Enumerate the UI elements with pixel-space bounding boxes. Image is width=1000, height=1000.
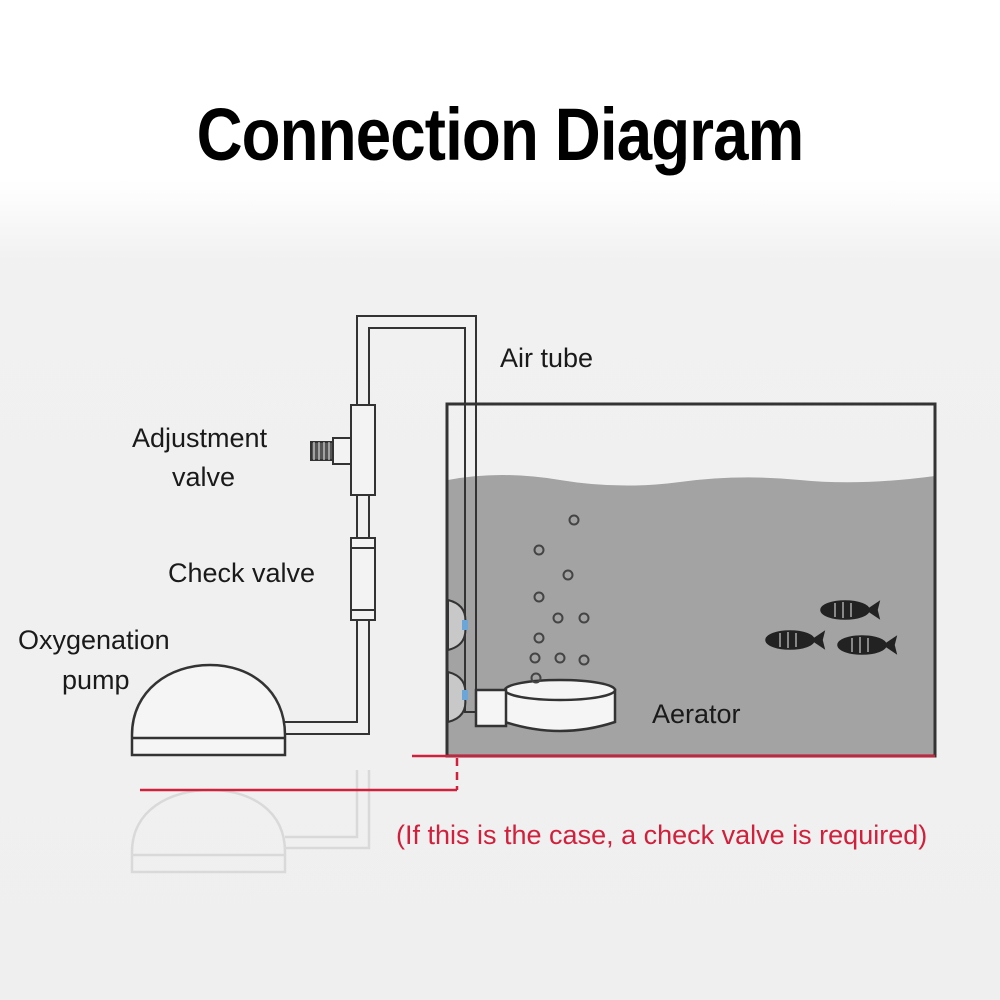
aerator: [474, 678, 617, 733]
label-adjustment-valve-line1: Adjustment: [132, 423, 268, 453]
check-valve-note: (If this is the case, a check valve is r…: [396, 820, 928, 850]
page-title: Connection Diagram: [196, 93, 805, 176]
label-aerator: Aerator: [652, 699, 741, 729]
label-air-tube: Air tube: [500, 343, 594, 373]
label-oxygenation-pump-line2: pump: [62, 665, 130, 695]
label-adjustment-valve-line2: valve: [172, 462, 236, 492]
air-bubbles: [529, 514, 590, 684]
suction-cups: [447, 598, 468, 724]
label-oxygenation-pump-line1: Oxygenation: [18, 625, 170, 655]
label-check-valve: Check valve: [168, 558, 316, 588]
check-valve: [350, 537, 376, 621]
oxygenation-pump: [130, 663, 287, 757]
pump-lower-position: [130, 770, 371, 874]
adjustment-valve: [310, 404, 376, 496]
fish: [765, 600, 898, 655]
water-level-reference-lines: [140, 754, 935, 792]
